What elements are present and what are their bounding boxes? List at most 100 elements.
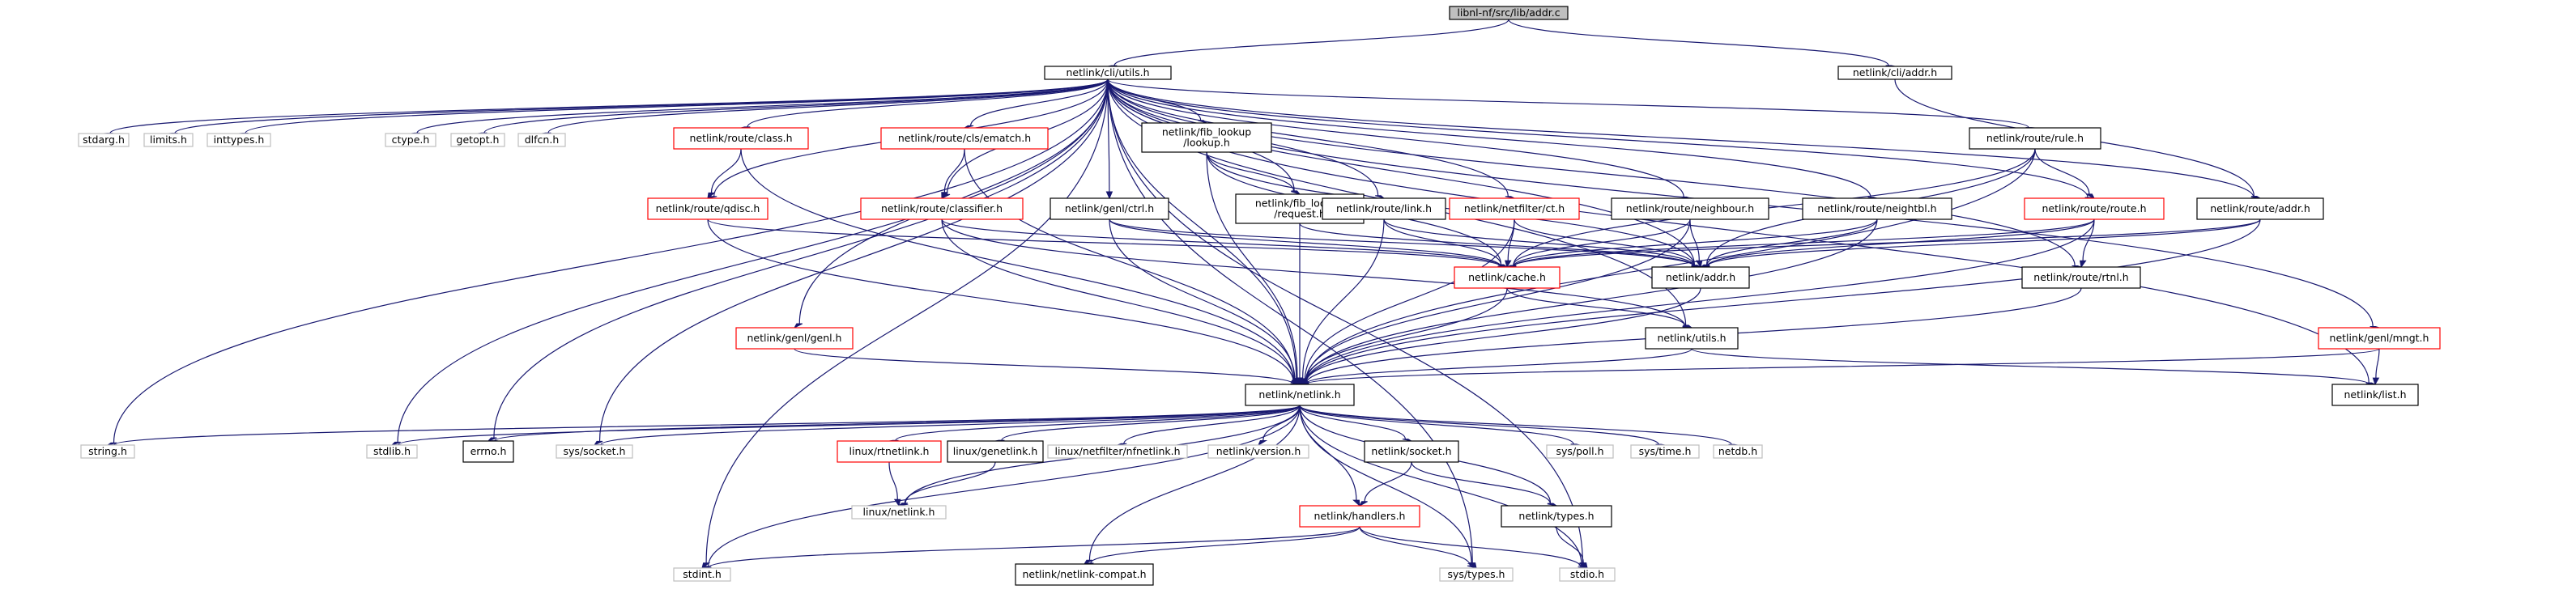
edge-netlink-to-sys_poll [1299, 405, 1581, 446]
node-label: libnl-nf/src/lib/addr.c [1457, 6, 1560, 19]
edge-utils_cli-to-getopt [477, 78, 1109, 134]
node-box [1559, 567, 1616, 582]
node-box [143, 133, 194, 147]
edge-mngt-to-list [2372, 348, 2380, 386]
edge-handlers-to-compat [1084, 526, 1360, 565]
node-getopt[interactable]: getopt.h [450, 133, 505, 147]
node-dlfcn[interactable]: dlfcn.h [517, 133, 566, 147]
node-label: sys/socket.h [564, 445, 626, 457]
node-nfnetlink[interactable]: linux/netfilter/nfnetlink.h [1047, 444, 1188, 459]
edge-root-to-utils_cli [1107, 19, 1509, 67]
node-box [1546, 444, 1614, 459]
node-box [2021, 266, 2141, 289]
node-ct[interactable]: netlink/netfilter/ct.h [1449, 197, 1580, 220]
node-box [80, 444, 135, 459]
node-cli-addr[interactable]: netlink/cli/addr.h [1837, 66, 1952, 80]
node-neighbour[interactable]: netlink/route/neighbour.h [1611, 197, 1769, 220]
node-box [860, 197, 1024, 220]
edge-nl_types-to-stdio [1556, 526, 1588, 570]
edge-utils_cli-to-errno [488, 78, 1109, 442]
node-box [366, 444, 418, 459]
node-label: sys/time.h [1639, 445, 1692, 457]
node-box [1630, 444, 1700, 459]
node-box [1713, 444, 1763, 459]
edge-utils_cli-to-stdint [701, 78, 1109, 570]
edge-utils_cli-to-neightbl [1107, 78, 1878, 199]
node-neightbl[interactable]: netlink/route/neightbl.h [1802, 197, 1952, 220]
edge-fib_lookup-to-fib_request [1206, 151, 1301, 195]
edge-linux_rtnetlink-to-linux_netlink [888, 461, 901, 507]
node-ctype[interactable]: ctype.h [385, 133, 436, 147]
node-box [880, 127, 1049, 150]
node-fib-lookup[interactable]: netlink/fib_lookup/lookup.h [1141, 122, 1272, 153]
node-nl-types[interactable]: netlink/types.h [1501, 505, 1612, 528]
node-label: limits.h [150, 134, 187, 146]
node-label: linux/rtnetlink.h [849, 445, 930, 457]
node-linux-rtnetlink[interactable]: linux/rtnetlink.h [837, 440, 942, 463]
edge-route-to-addr [1700, 218, 2095, 268]
node-box [2331, 384, 2419, 406]
node-errno[interactable]: errno.h [462, 440, 514, 463]
node-sys-socket[interactable]: sys/socket.h [556, 444, 633, 459]
edge-netlink-to-compat [1083, 405, 1301, 566]
node-ematch[interactable]: netlink/route/cls/ematch.h [880, 127, 1049, 150]
node-label: netlink/genl/ctrl.h [1065, 202, 1154, 214]
node-stdint[interactable]: stdint.h [673, 567, 731, 582]
node-class[interactable]: netlink/route/class.h [673, 127, 809, 150]
node-sys-poll[interactable]: sys/poll.h [1546, 444, 1614, 459]
edge-class-to-qdisc [707, 148, 742, 200]
node-label: linux/genetlink.h [953, 445, 1038, 457]
node-string[interactable]: string.h [80, 444, 135, 459]
node-box [673, 127, 809, 150]
node-qdisc[interactable]: netlink/route/qdisc.h [647, 197, 769, 220]
node-rtnl[interactable]: netlink/route/rtnl.h [2021, 266, 2141, 289]
node-box [1651, 266, 1750, 289]
edge-utils_cli-to-stdio [1107, 78, 1588, 570]
node-netdb[interactable]: netdb.h [1713, 444, 1763, 459]
node-ctrl[interactable]: netlink/genl/ctrl.h [1050, 197, 1169, 220]
node-sys-time[interactable]: sys/time.h [1630, 444, 1700, 459]
node-label: netlink/route/link.h [1336, 202, 1432, 214]
node-box [735, 327, 854, 350]
node-utils-cli[interactable]: netlink/cli/utils.h [1044, 66, 1172, 80]
node-route[interactable]: netlink/route/route.h [2024, 197, 2165, 220]
node-genl[interactable]: netlink/genl/genl.h [735, 327, 854, 350]
node-box [1207, 444, 1309, 459]
node-stdarg[interactable]: stdarg.h [78, 133, 130, 147]
node-link[interactable]: netlink/route/link.h [1322, 197, 1446, 220]
node-stdio[interactable]: stdio.h [1559, 567, 1616, 582]
node-box [1364, 440, 1459, 463]
edge-utils_cli-to-class [740, 78, 1109, 129]
node-cache[interactable]: netlink/cache.h [1454, 266, 1561, 289]
node-compat[interactable]: netlink/netlink-compat.h [1015, 563, 1154, 586]
node-netlink[interactable]: netlink/netlink.h [1245, 384, 1355, 406]
node-rule[interactable]: netlink/route/rule.h [1969, 127, 2101, 150]
node-label: netlink/cli/addr.h [1853, 66, 1937, 78]
node-classifier[interactable]: netlink/route/classifier.h [860, 197, 1024, 220]
node-label: netlink/netlink.h [1258, 388, 1340, 401]
node-root[interactable]: libnl-nf/src/lib/addr.c [1449, 6, 1569, 20]
edge-utils_cli-to-ematch [964, 78, 1109, 129]
node-box [1047, 444, 1188, 459]
node-addr[interactable]: netlink/addr.h [1651, 266, 1750, 289]
edge-utils_cli-to-stdlib [391, 78, 1109, 446]
node-box [1439, 567, 1514, 582]
node-linux-netlink[interactable]: linux/netlink.h [851, 505, 947, 520]
node-list[interactable]: netlink/list.h [2331, 384, 2419, 406]
node-inttypes[interactable]: inttypes.h [207, 133, 271, 147]
edge-netlink-to-linux_genetlink [994, 405, 1301, 442]
node-mngt[interactable]: netlink/genl/mngt.h [2318, 327, 2441, 350]
node-sys-types[interactable]: sys/types.h [1439, 567, 1514, 582]
node-version[interactable]: netlink/version.h [1207, 444, 1309, 459]
node-box [1837, 66, 1952, 80]
node-limits[interactable]: limits.h [143, 133, 194, 147]
node-nl-utils[interactable]: netlink/utils.h [1645, 327, 1739, 350]
node-stdlib[interactable]: stdlib.h [366, 444, 418, 459]
node-nl-socket[interactable]: netlink/socket.h [1364, 440, 1459, 463]
edge-utils_cli-to-ct [1107, 78, 1515, 199]
node-route-addr[interactable]: netlink/route/addr.h [2196, 197, 2324, 220]
edge-utils_cli-to-inttypes [238, 78, 1109, 134]
node-linux-genetlink[interactable]: linux/genetlink.h [947, 440, 1044, 463]
node-handlers[interactable]: netlink/handlers.h [1299, 505, 1420, 528]
node-box [1645, 327, 1739, 350]
